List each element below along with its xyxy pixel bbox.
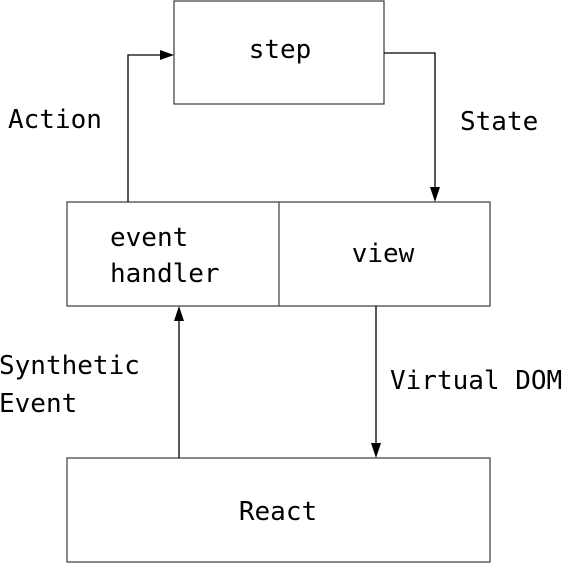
synthetic-event-edge-label-line-2: Event bbox=[0, 389, 77, 419]
action-edge: Action bbox=[8, 50, 174, 202]
handler-view-node: event handler view bbox=[66, 201, 491, 307]
step-box bbox=[173, 0, 385, 105]
synthetic-event-edge-label: Synthetic Event bbox=[0, 351, 156, 419]
state-edge-label: State bbox=[460, 107, 538, 137]
step-node: step bbox=[173, 0, 385, 105]
virtual-dom-edge: Virtual DOM bbox=[371, 306, 562, 458]
react-box bbox=[66, 457, 491, 563]
state-edge-arrowhead bbox=[430, 187, 440, 202]
step-label: step bbox=[249, 35, 312, 65]
synthetic-event-edge-label-line-1: Synthetic bbox=[0, 351, 140, 381]
state-edge: State bbox=[384, 52, 538, 202]
event-handler-label-line-1: event bbox=[110, 223, 188, 253]
synthetic-event-edge-arrowhead bbox=[174, 306, 184, 321]
event-handler-label: event handler bbox=[110, 223, 220, 289]
view-label: view bbox=[352, 239, 415, 269]
state-edge-line bbox=[384, 52, 436, 188]
synthetic-event-edge: Synthetic Event bbox=[0, 306, 184, 458]
action-edge-label: Action bbox=[8, 105, 102, 135]
virtual-dom-edge-arrowhead bbox=[371, 443, 381, 458]
action-edge-arrowhead bbox=[160, 50, 174, 60]
event-handler-label-line-2: handler bbox=[110, 259, 220, 289]
action-edge-line bbox=[127, 54, 162, 202]
react-node: React bbox=[66, 457, 491, 563]
virtual-dom-edge-label: Virtual DOM bbox=[390, 366, 562, 396]
react-label: React bbox=[239, 497, 317, 527]
